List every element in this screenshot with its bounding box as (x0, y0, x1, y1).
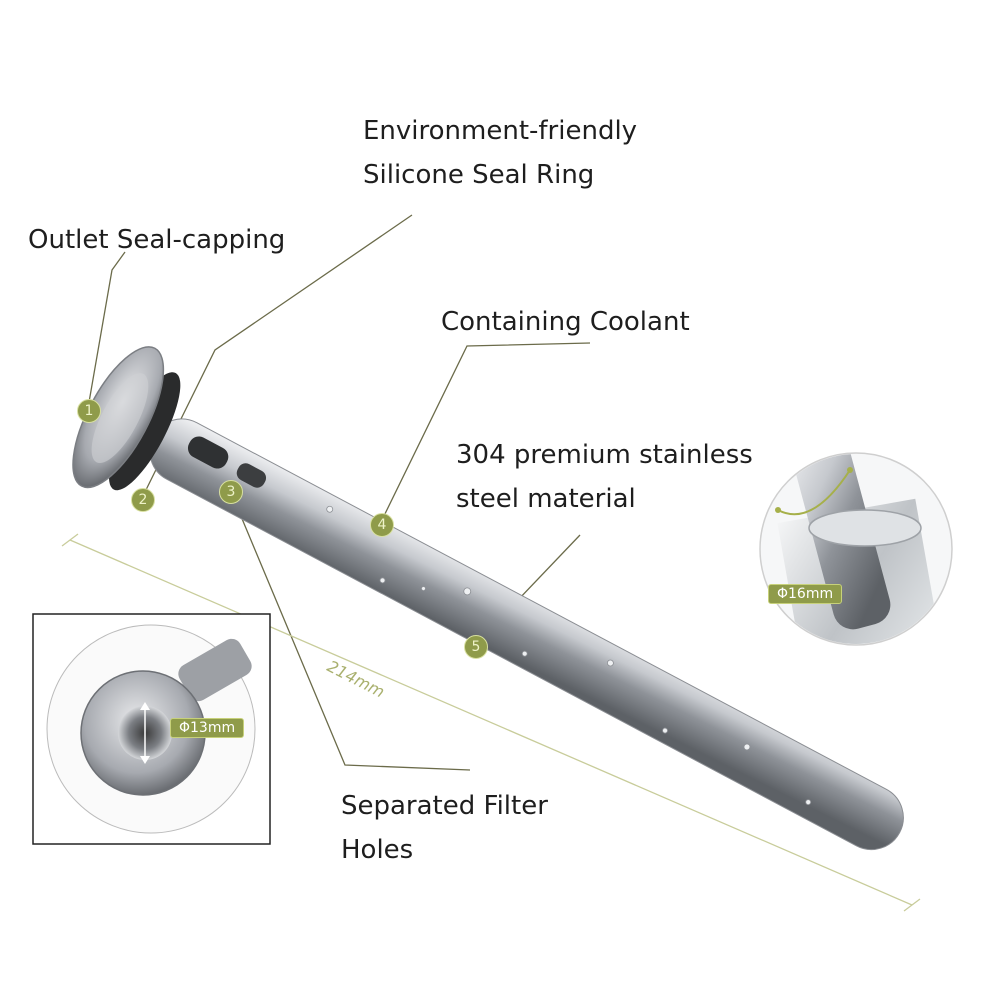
steel-rod (72, 346, 904, 851)
label-silicone-seal-ring: Environment-friendly Silicone Seal Ring (363, 116, 638, 190)
marker-1: 1 (77, 399, 101, 423)
marker-4: 4 (370, 513, 394, 537)
label-containing-coolant: Containing Coolant (441, 307, 690, 337)
filter-hole (187, 436, 229, 469)
label-separated-filter-holes: Separated Filter Holes (341, 791, 548, 865)
leader-filter (229, 489, 471, 771)
marker-2: 2 (131, 488, 155, 512)
detail-circle-bottle (759, 452, 953, 646)
dimension-inner-diameter-label: Φ13mm (170, 718, 245, 738)
dimension-line-length (69, 539, 913, 906)
leader-coolant (380, 342, 591, 523)
marker-5: 5 (464, 635, 488, 659)
leader-outlet (87, 251, 126, 409)
dimension-bottle-diameter-label: Φ16mm (768, 584, 843, 604)
label-outlet-seal-capping: Outlet Seal-capping (28, 225, 286, 255)
label-stainless-steel: 304 premium stainless steel material (456, 440, 753, 514)
marker-3: 3 (219, 480, 243, 504)
